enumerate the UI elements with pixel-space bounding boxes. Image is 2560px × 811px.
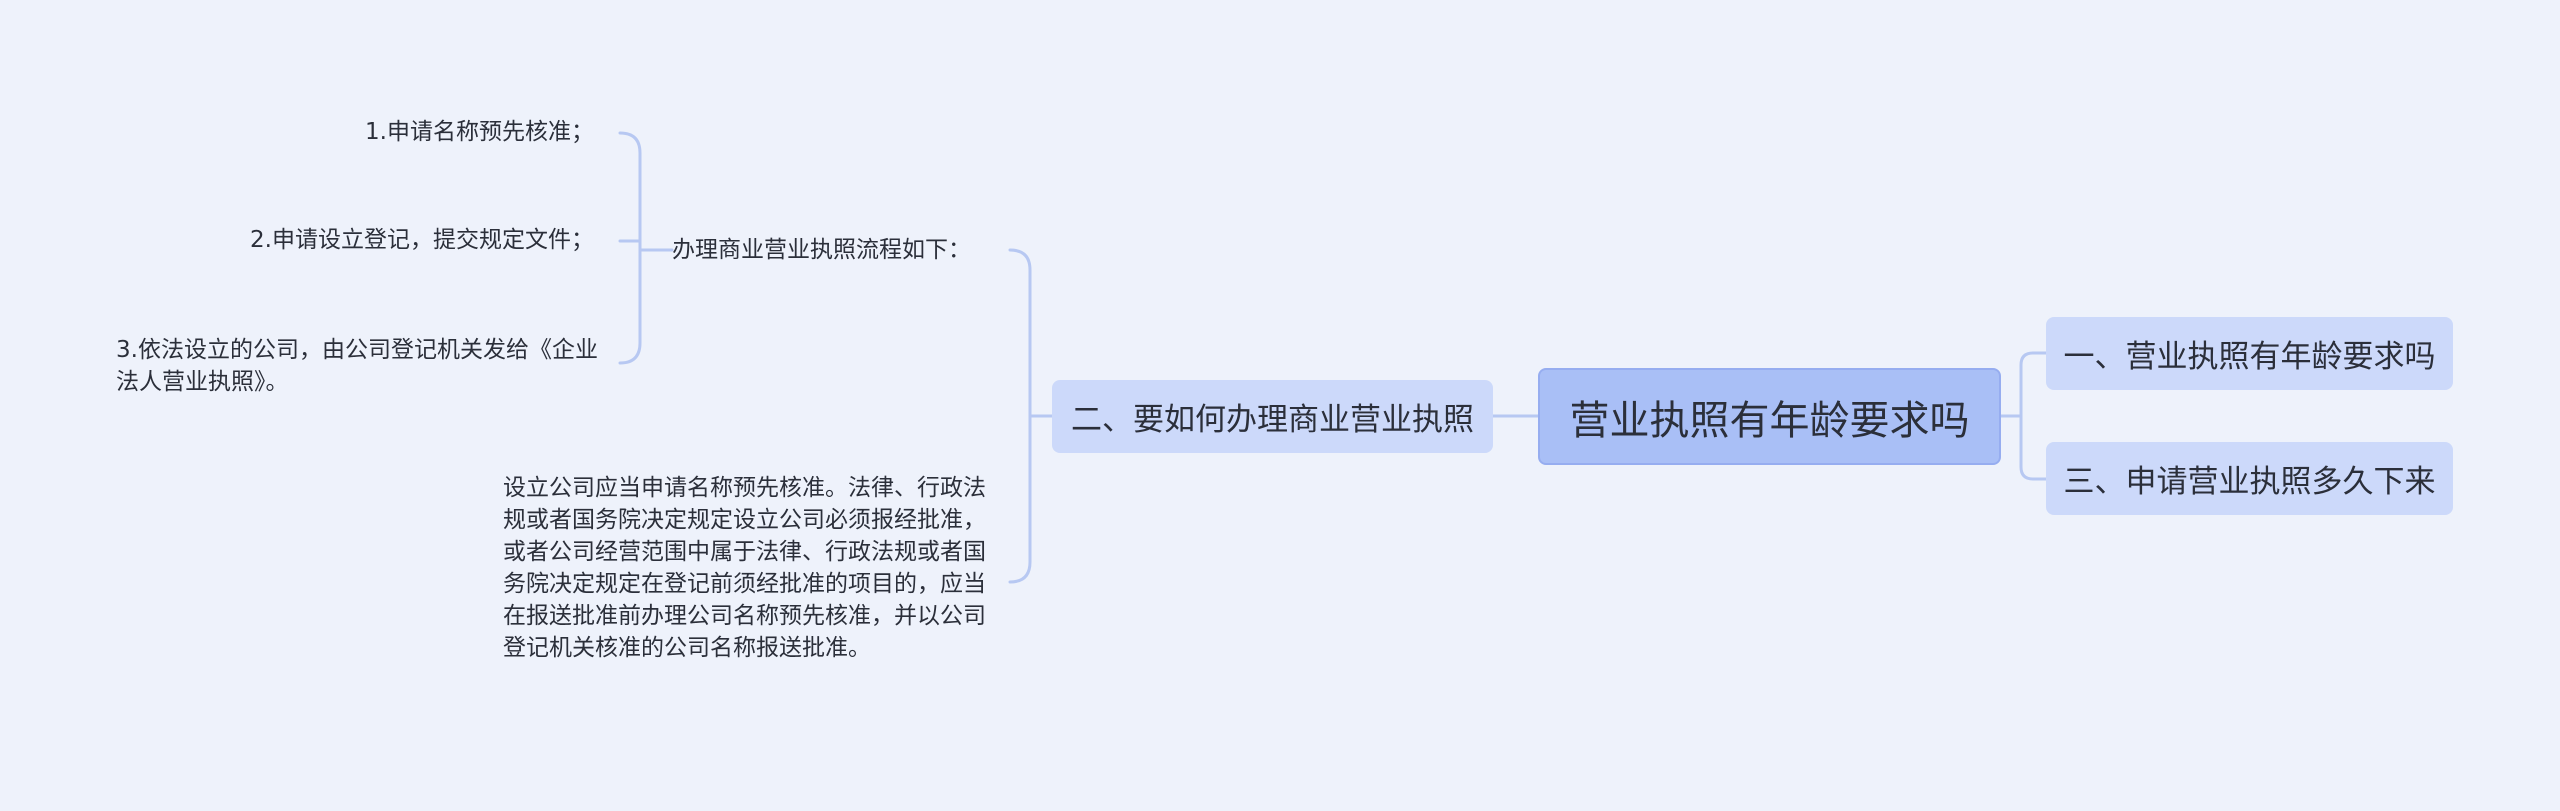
root-topic-label: 营业执照有年龄要求吗 xyxy=(1569,397,1970,444)
leaf-step-1[interactable]: 1.申请名称预先核准； xyxy=(300,116,594,148)
leaf-step-2[interactable]: 2.申请设立登记，提交规定文件； xyxy=(180,224,594,256)
root-topic[interactable]: 营业执照有年龄要求吗 xyxy=(1538,368,2001,465)
leaf-description[interactable]: 设立公司应当申请名称预先核准。法律、行政法规或者国务院决定规定设立公司必须报经批… xyxy=(503,472,997,664)
leaf-step-1-label: 1.申请名称预先核准； xyxy=(365,119,594,145)
branch-processing-time-label: 三、申请营业执照多久下来 xyxy=(2063,464,2436,500)
connector-how-bracket xyxy=(1008,248,1032,584)
leaf-step-3[interactable]: 3.依法设立的公司，由公司登记机关发给《企业法人营业执照》。 xyxy=(116,334,610,398)
leaf-flow-title[interactable]: 办理商业营业执照流程如下： xyxy=(672,234,992,268)
connector-steps-bracket xyxy=(618,131,642,365)
branch-age-requirement[interactable]: 一、营业执照有年龄要求吗 xyxy=(2046,317,2453,390)
branch-age-requirement-label: 一、营业执照有年龄要求吗 xyxy=(2063,339,2436,375)
branch-how-to-apply[interactable]: 二、要如何办理商业营业执照 xyxy=(1052,380,1493,453)
branch-processing-time[interactable]: 三、申请营业执照多久下来 xyxy=(2046,442,2453,515)
branch-how-to-apply-label: 二、要如何办理商业营业执照 xyxy=(1071,402,1474,438)
leaf-flow-title-label: 办理商业营业执照流程如下： xyxy=(672,237,971,263)
connector-right-bracket xyxy=(2019,351,2035,481)
leaf-description-label: 设立公司应当申请名称预先核准。法律、行政法规或者国务院决定规定设立公司必须报经批… xyxy=(503,475,986,661)
leaf-step-3-label: 3.依法设立的公司，由公司登记机关发给《企业法人营业执照》。 xyxy=(116,337,598,395)
leaf-step-2-label: 2.申请设立登记，提交规定文件； xyxy=(250,227,594,253)
